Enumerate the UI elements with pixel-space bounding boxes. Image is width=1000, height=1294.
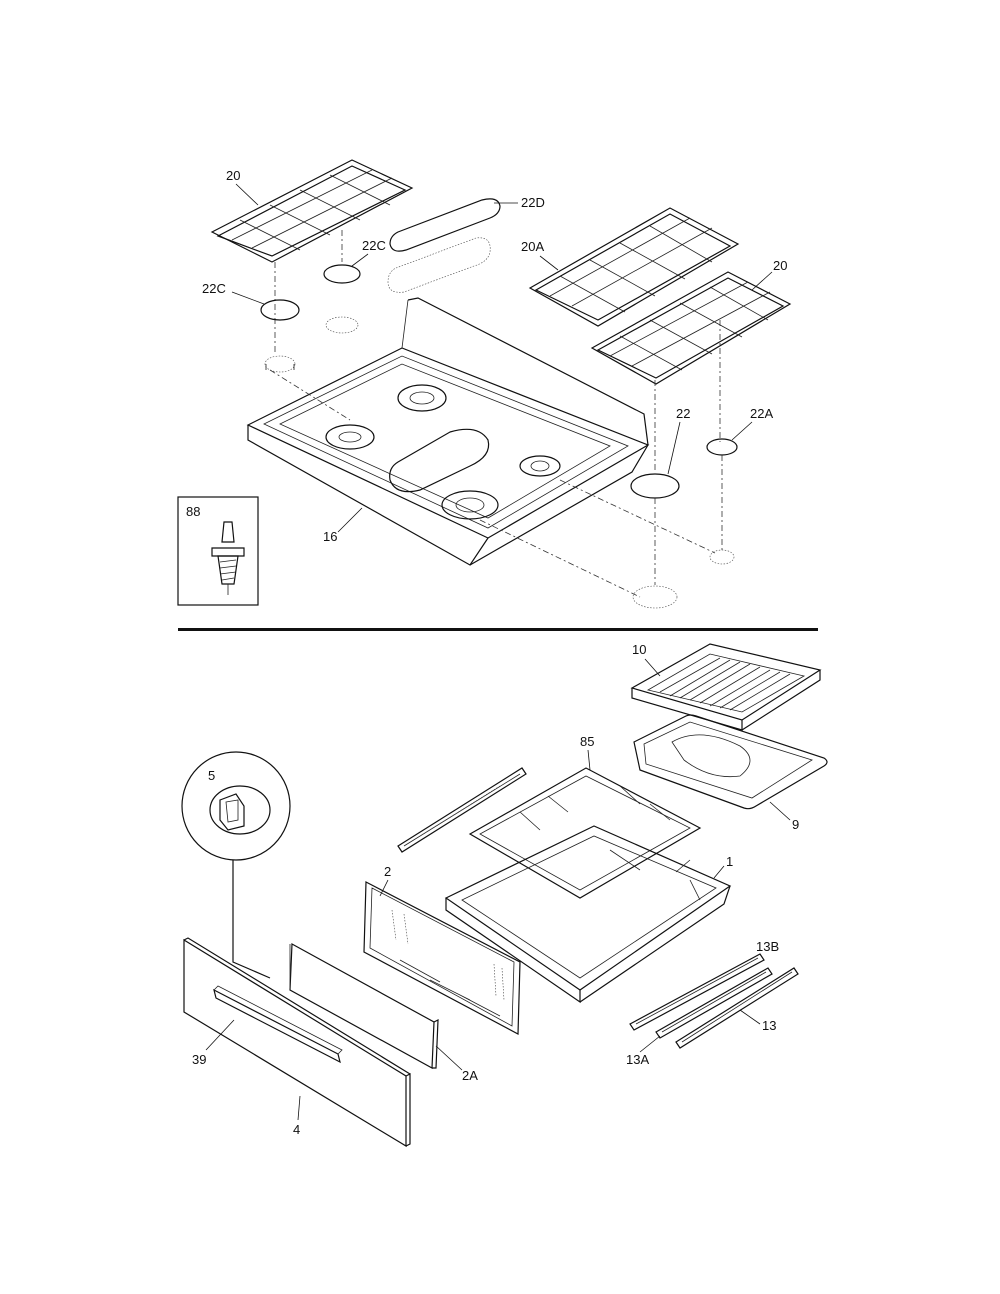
label-broiler-compartment: 1 <box>726 854 733 869</box>
label-cap-center: 22C <box>362 238 386 253</box>
broiler-compartment <box>444 825 732 1004</box>
label-glide-13A: 13A <box>626 1052 649 1067</box>
grate-right-front <box>590 271 792 385</box>
section-divider <box>178 628 818 631</box>
leader-85 <box>587 749 591 771</box>
glide-13 <box>675 967 799 1049</box>
knob-detail-leader <box>232 860 271 979</box>
label-broiler-grid: 10 <box>632 642 646 657</box>
grate-left <box>210 159 414 263</box>
side-rail <box>397 767 527 853</box>
leader-cooktop-3 <box>559 479 716 554</box>
label-glide-13: 13 <box>762 1018 776 1033</box>
leader-1 <box>713 865 725 879</box>
leader-10 <box>644 658 661 677</box>
label-inset-part: 88 <box>186 504 200 519</box>
label-cooktop: 16 <box>323 529 337 544</box>
broiler-pan <box>633 714 828 810</box>
leader-20A <box>539 255 559 271</box>
label-handle: 39 <box>192 1052 206 1067</box>
leader-22-label <box>667 421 681 475</box>
burner-cap-center <box>323 264 361 334</box>
leader-22C-left <box>231 291 265 305</box>
label-drawer-front: 4 <box>293 1122 300 1137</box>
label-knob-detail: 5 <box>208 768 215 783</box>
orifice-spud-part <box>211 521 245 595</box>
leader-13 <box>739 1009 761 1025</box>
frame <box>468 767 702 899</box>
leader-9 <box>769 801 791 821</box>
glide-13B <box>629 953 765 1031</box>
label-grate-left: 20 <box>226 168 240 183</box>
leader-20 <box>235 183 259 206</box>
leader-2 <box>379 879 389 897</box>
knob-detail <box>181 751 291 861</box>
glide-13A <box>655 967 773 1039</box>
label-drawer-panel: 2A <box>462 1068 478 1083</box>
label-cap-right-large: 22 <box>676 406 690 421</box>
grate-right-back <box>528 207 740 327</box>
label-grate-right-front: 20 <box>773 258 787 273</box>
leader-39 <box>205 1019 235 1051</box>
label-cap-right-small: 22A <box>750 406 773 421</box>
label-cap-left: 22C <box>202 281 226 296</box>
drawer-front <box>183 937 411 1148</box>
leader-cooktop-2 <box>479 519 641 598</box>
label-oval-cap: 22D <box>521 195 545 210</box>
leader-16 <box>337 507 363 533</box>
drawer-panel <box>289 943 439 1069</box>
leader-4 <box>297 1095 301 1121</box>
leader-cooktop-1 <box>269 369 351 421</box>
drawer-handle <box>213 985 343 1064</box>
leader-22A-label <box>731 421 753 441</box>
label-inner-panel: 2 <box>384 864 391 879</box>
label-grate-right-back: 20A <box>521 239 544 254</box>
broiler-grid <box>630 643 822 731</box>
burner-cap-left <box>260 299 300 373</box>
leader-2A <box>435 1045 463 1071</box>
leader-20-right <box>751 271 773 291</box>
leader-13A <box>639 1035 661 1053</box>
label-broiler-pan: 9 <box>792 817 799 832</box>
cooktop <box>246 297 650 566</box>
inset-box <box>177 496 259 606</box>
leader-22C-center <box>351 253 369 267</box>
oval-cap <box>387 198 501 293</box>
label-glide-13B: 13B <box>756 939 779 954</box>
label-frame: 85 <box>580 734 594 749</box>
inner-panel <box>363 881 521 1035</box>
